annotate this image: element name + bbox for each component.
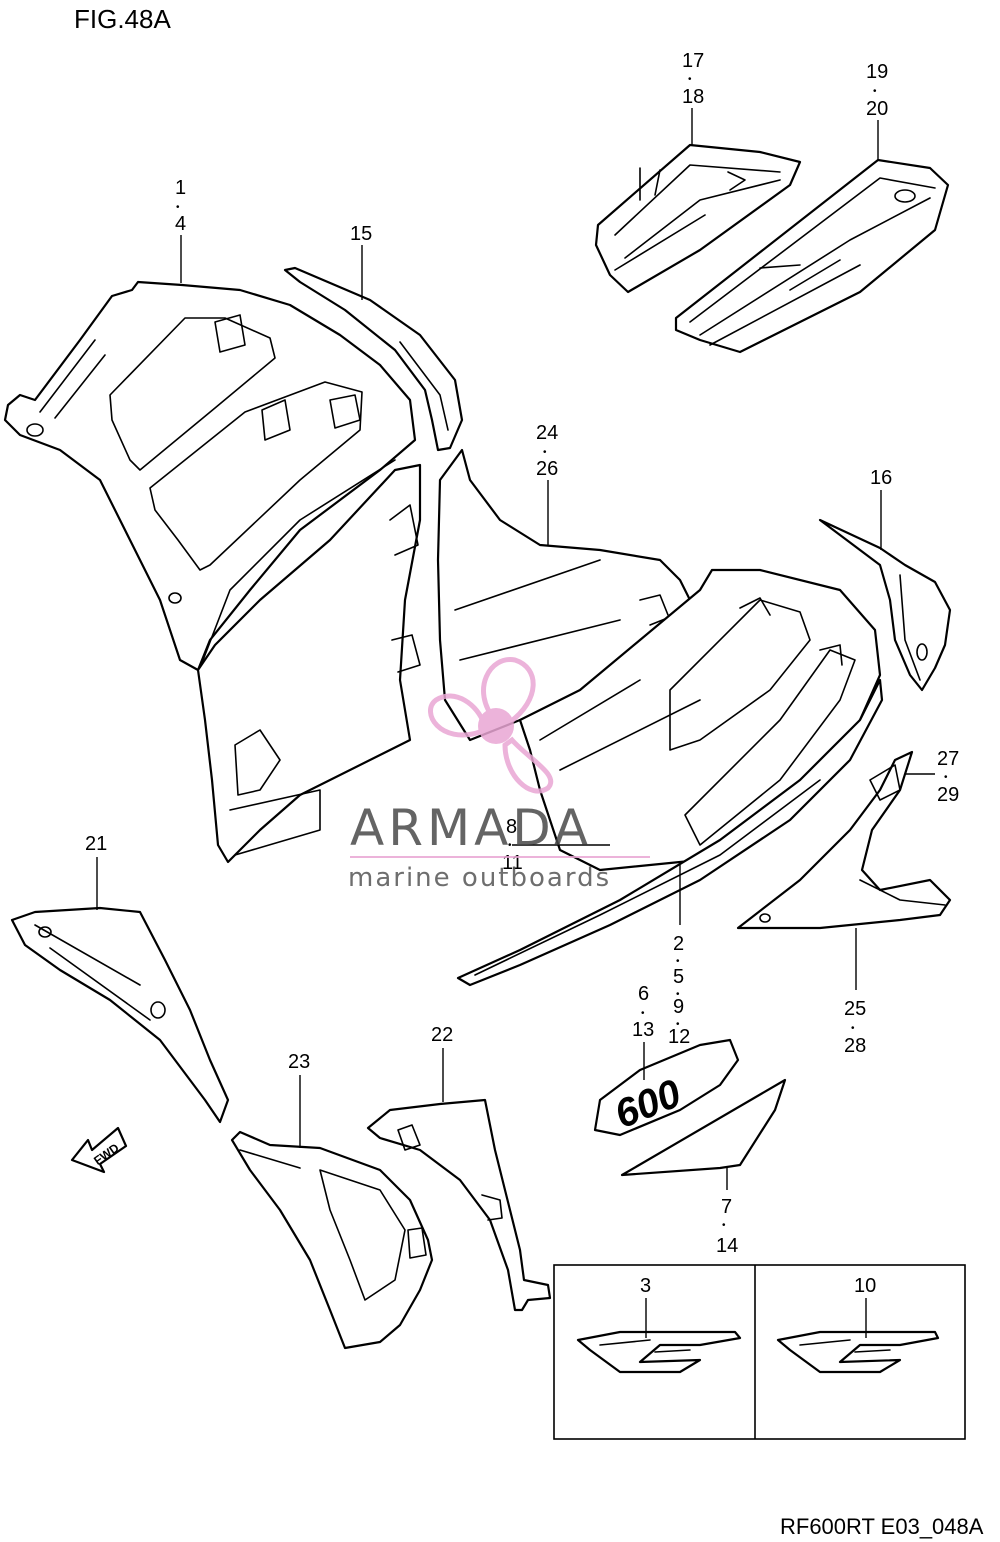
part-8-11-lower-cowl	[196, 463, 422, 864]
callout-2-5-9-12-b: 5	[673, 966, 684, 988]
part-19-20-grille	[674, 158, 950, 354]
callout-21: 21	[85, 833, 107, 855]
part-1-4-upper-fairing	[3, 280, 417, 672]
figure-title: FIG.48A	[74, 4, 171, 34]
part-23-inner-panel	[230, 1130, 434, 1350]
callout-24-26-dot: •	[543, 447, 547, 458]
callout-10: 10	[854, 1275, 876, 1297]
part-10-rf-emblem	[776, 1330, 940, 1374]
callout-2-5-9-12-a: 2	[673, 933, 684, 955]
callout-19-20-bottom: 20	[866, 98, 888, 120]
callout-6-13-bottom: 13	[632, 1019, 654, 1041]
callout-2-5-9-12-d: 12	[668, 1026, 690, 1048]
part-16-side-cover	[818, 518, 952, 692]
callout-16: 16	[870, 467, 892, 489]
callout-labels: 1 • 4 15 17 • 18 19 • 20 24 • 26 16 27 •…	[85, 50, 959, 1297]
callout-2-5-9-12-c: 9	[673, 996, 684, 1018]
callout-25-28-bottom: 28	[844, 1035, 866, 1057]
rf-emblem-box	[553, 1264, 966, 1440]
part-25-28-under-cover	[736, 750, 952, 930]
callout-17-18-top: 17	[682, 50, 704, 72]
figure-code: RF600RT E03_048A	[780, 1514, 984, 1539]
watermark: ARMADA marine outboards	[348, 657, 650, 893]
callout-2-5-9-12-dot1: •	[676, 956, 680, 967]
callout-7-14-bottom: 14	[716, 1235, 738, 1257]
callout-27-29-dot: •	[944, 772, 948, 783]
callout-6-13-dot: •	[641, 1008, 645, 1019]
callout-27-29-top: 27	[937, 748, 959, 770]
callout-7-14-dot: •	[722, 1220, 726, 1231]
callout-19-20-top: 19	[866, 61, 888, 83]
callout-17-18-bottom: 18	[682, 86, 704, 108]
part-7-14-triangle	[620, 1078, 787, 1177]
part-21-lower-cowl	[10, 906, 230, 1124]
callout-7-14-top: 7	[721, 1196, 732, 1218]
part-lower-strip	[456, 678, 884, 987]
callout-6-13-top: 6	[638, 983, 649, 1005]
part-6-13-emblem: 600	[593, 1038, 740, 1137]
callout-1-4-bottom: 4	[175, 213, 186, 235]
part-22-inner-cover	[366, 1098, 552, 1312]
callout-24-26-bottom: 26	[536, 458, 558, 480]
watermark-name: ARMADA	[350, 799, 592, 857]
callout-17-18-dot: •	[688, 74, 692, 85]
callout-25-28-dot: •	[851, 1023, 855, 1034]
callout-19-20-dot: •	[873, 86, 877, 97]
callout-3: 3	[640, 1275, 651, 1297]
part-15-trim	[283, 266, 464, 452]
callout-15: 15	[350, 223, 372, 245]
callout-23: 23	[288, 1051, 310, 1073]
callout-24-26-top: 24	[536, 422, 558, 444]
callout-2-5-9-12-dot3: •	[676, 1019, 680, 1030]
callout-1-4-top: 1	[175, 177, 186, 199]
fwd-arrow-icon: FWD	[70, 1126, 128, 1174]
propeller-icon	[428, 657, 554, 794]
callout-25-28-top: 25	[844, 998, 866, 1020]
callout-27-29-bottom: 29	[937, 784, 959, 806]
callout-22: 22	[431, 1024, 453, 1046]
callout-8-11-dot: •	[508, 840, 512, 851]
callout-8-11-top: 8	[506, 816, 517, 838]
callout-1-4-dot: •	[176, 202, 180, 213]
emblem-box-frame	[553, 1264, 966, 1440]
part-3-rf-emblem	[576, 1330, 742, 1374]
callout-2-5-9-12-dot2: •	[676, 989, 680, 1000]
part-17-18-grille	[594, 143, 802, 294]
watermark-subtitle: marine outboards	[348, 863, 611, 893]
leader-lines	[96, 108, 935, 1338]
